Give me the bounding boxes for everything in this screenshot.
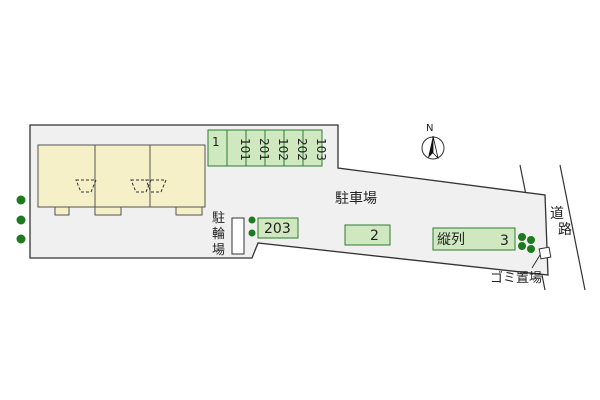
parking-slot-tandem: 縦列 3 (432, 227, 516, 251)
slot-label: 102 (276, 138, 290, 161)
north-label: N (426, 123, 433, 134)
road-label: 路 (558, 222, 572, 238)
slot-label: 2 (370, 228, 379, 244)
parking-slot-2: 2 (344, 224, 391, 246)
bicycle-parking: 駐 輪 場 (212, 211, 245, 258)
garbage-area: ゴミ置場 (490, 246, 552, 286)
bicycle-parking-label: 駐 (212, 211, 225, 226)
slot-label: 3 (500, 233, 509, 249)
slot-label: 201 (257, 138, 271, 161)
parking-slot-203: 203 (257, 217, 299, 239)
parking-slots-top-row: 1 101 201 102 202 103 (207, 129, 328, 167)
slot-label: 103 (314, 138, 328, 161)
parking-lot-label: 駐車場 (335, 190, 377, 207)
bicycle-parking-label: 場 (212, 243, 225, 258)
building (37, 144, 206, 216)
slot-label: 202 (295, 138, 309, 161)
slot-label: 101 (238, 138, 252, 161)
road-label: 道 (550, 206, 564, 222)
tree-icon (16, 195, 535, 253)
garbage-label: ゴミ置場 (490, 270, 542, 286)
slot-label: 203 (264, 221, 291, 237)
north-arrow-icon: N (421, 123, 445, 160)
slot-label: 1 (212, 135, 220, 149)
bicycle-parking-label: 輪 (212, 226, 225, 242)
tandem-label: 縦列 (437, 232, 465, 248)
